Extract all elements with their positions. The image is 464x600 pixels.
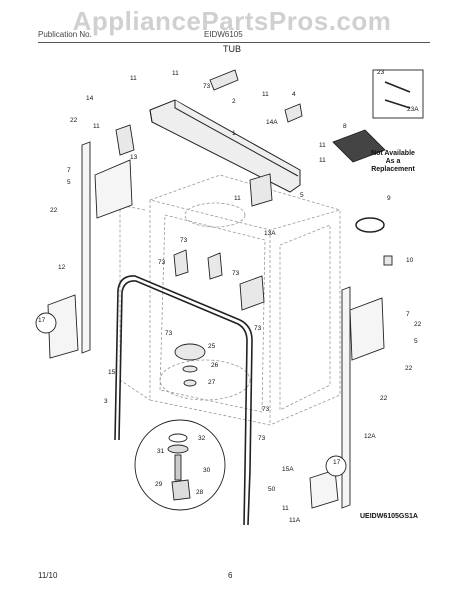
part-label-17: 17 <box>38 317 46 324</box>
part-label-4: 4 <box>292 91 296 98</box>
part-label-73: 73 <box>203 83 211 90</box>
footer-page-number: 6 <box>228 571 233 580</box>
left-side-rail <box>47 141 133 359</box>
top-rail <box>149 99 301 193</box>
part-label-23: 23 <box>377 69 385 76</box>
part-label-13A: 13A <box>264 230 276 237</box>
part-label-12: 12 <box>58 264 66 271</box>
part-label-12A: 12A <box>364 433 376 440</box>
part-label-23A: 23A <box>407 106 419 113</box>
part-label-31: 31 <box>157 448 165 455</box>
header-publication: Publication No. <box>38 30 92 39</box>
part-label-22: 22 <box>414 321 422 328</box>
part-label-7: 7 <box>67 167 71 174</box>
part-label-25: 25 <box>208 343 216 350</box>
part-label-73: 73 <box>254 325 262 332</box>
part-label-8: 8 <box>343 123 347 130</box>
part-label-15A: 15A <box>282 466 294 473</box>
part-label-7: 7 <box>406 311 410 318</box>
part-label-14: 14 <box>86 95 94 102</box>
watermark: AppliancePartsPros.com <box>72 6 392 36</box>
part-label-50: 50 <box>268 486 276 493</box>
part-label-11: 11 <box>234 195 241 202</box>
part-label-26: 26 <box>211 362 219 369</box>
part-label-5: 5 <box>414 338 418 345</box>
part-label-11: 11 <box>172 70 179 77</box>
part-label-11A: 11A <box>289 517 301 524</box>
part-label-13: 13 <box>130 154 138 161</box>
part-label-73: 73 <box>262 406 270 413</box>
part-label-11: 11 <box>130 75 137 82</box>
section-title: TUB <box>223 44 241 54</box>
tub-parts <box>115 69 393 387</box>
part-label-5: 5 <box>300 192 304 199</box>
part-label-22: 22 <box>405 365 413 372</box>
part-label-73: 73 <box>232 270 240 277</box>
part-label-9: 9 <box>387 195 391 202</box>
part-label-73: 73 <box>258 435 266 442</box>
not-available-note: Not Available As a Replacement <box>364 150 422 174</box>
door-seal-gasket <box>114 275 253 526</box>
detail-inset-drain <box>134 419 226 511</box>
footer-date: 11/10 <box>38 571 58 580</box>
part-label-15: 15 <box>108 369 116 376</box>
part-label-32: 32 <box>198 435 206 442</box>
part-label-2: 2 <box>232 98 236 105</box>
part-label-11: 11 <box>262 91 269 98</box>
inset-23 <box>372 69 424 119</box>
right-side-rail <box>309 286 385 509</box>
note-line-2: As a <box>385 158 401 165</box>
part-label-73: 73 <box>158 259 166 266</box>
part-label-14A: 14A <box>266 119 278 126</box>
part-label-17: 17 <box>333 459 341 466</box>
callout-17-right <box>325 455 347 477</box>
model-code: UEIDW6105GS1A <box>360 513 418 520</box>
part-label-29: 29 <box>155 481 163 488</box>
part-label-11: 11 <box>93 123 100 130</box>
part-label-1: 1 <box>232 130 236 137</box>
part-label-11: 11 <box>319 157 326 164</box>
header-rule <box>38 42 430 43</box>
part-label-22: 22 <box>70 117 78 124</box>
part-label-22: 22 <box>380 395 388 402</box>
part-label-73: 73 <box>165 330 173 337</box>
note-line-3: Replacement <box>371 166 415 173</box>
part-label-30: 30 <box>203 467 211 474</box>
part-label-10: 10 <box>406 257 414 264</box>
callout-17-left <box>35 312 57 334</box>
part-label-5: 5 <box>67 179 71 186</box>
note-line-1: Not Available <box>371 150 415 157</box>
header-model: EIDW6105 <box>204 30 243 39</box>
part-label-11: 11 <box>282 505 289 512</box>
part-label-22: 22 <box>50 207 58 214</box>
part-label-3: 3 <box>104 398 108 405</box>
part-label-27: 27 <box>208 379 216 386</box>
part-label-11: 11 <box>319 142 326 149</box>
part-label-73: 73 <box>180 237 188 244</box>
tub-body <box>119 174 341 426</box>
part-label-28: 28 <box>196 489 204 496</box>
